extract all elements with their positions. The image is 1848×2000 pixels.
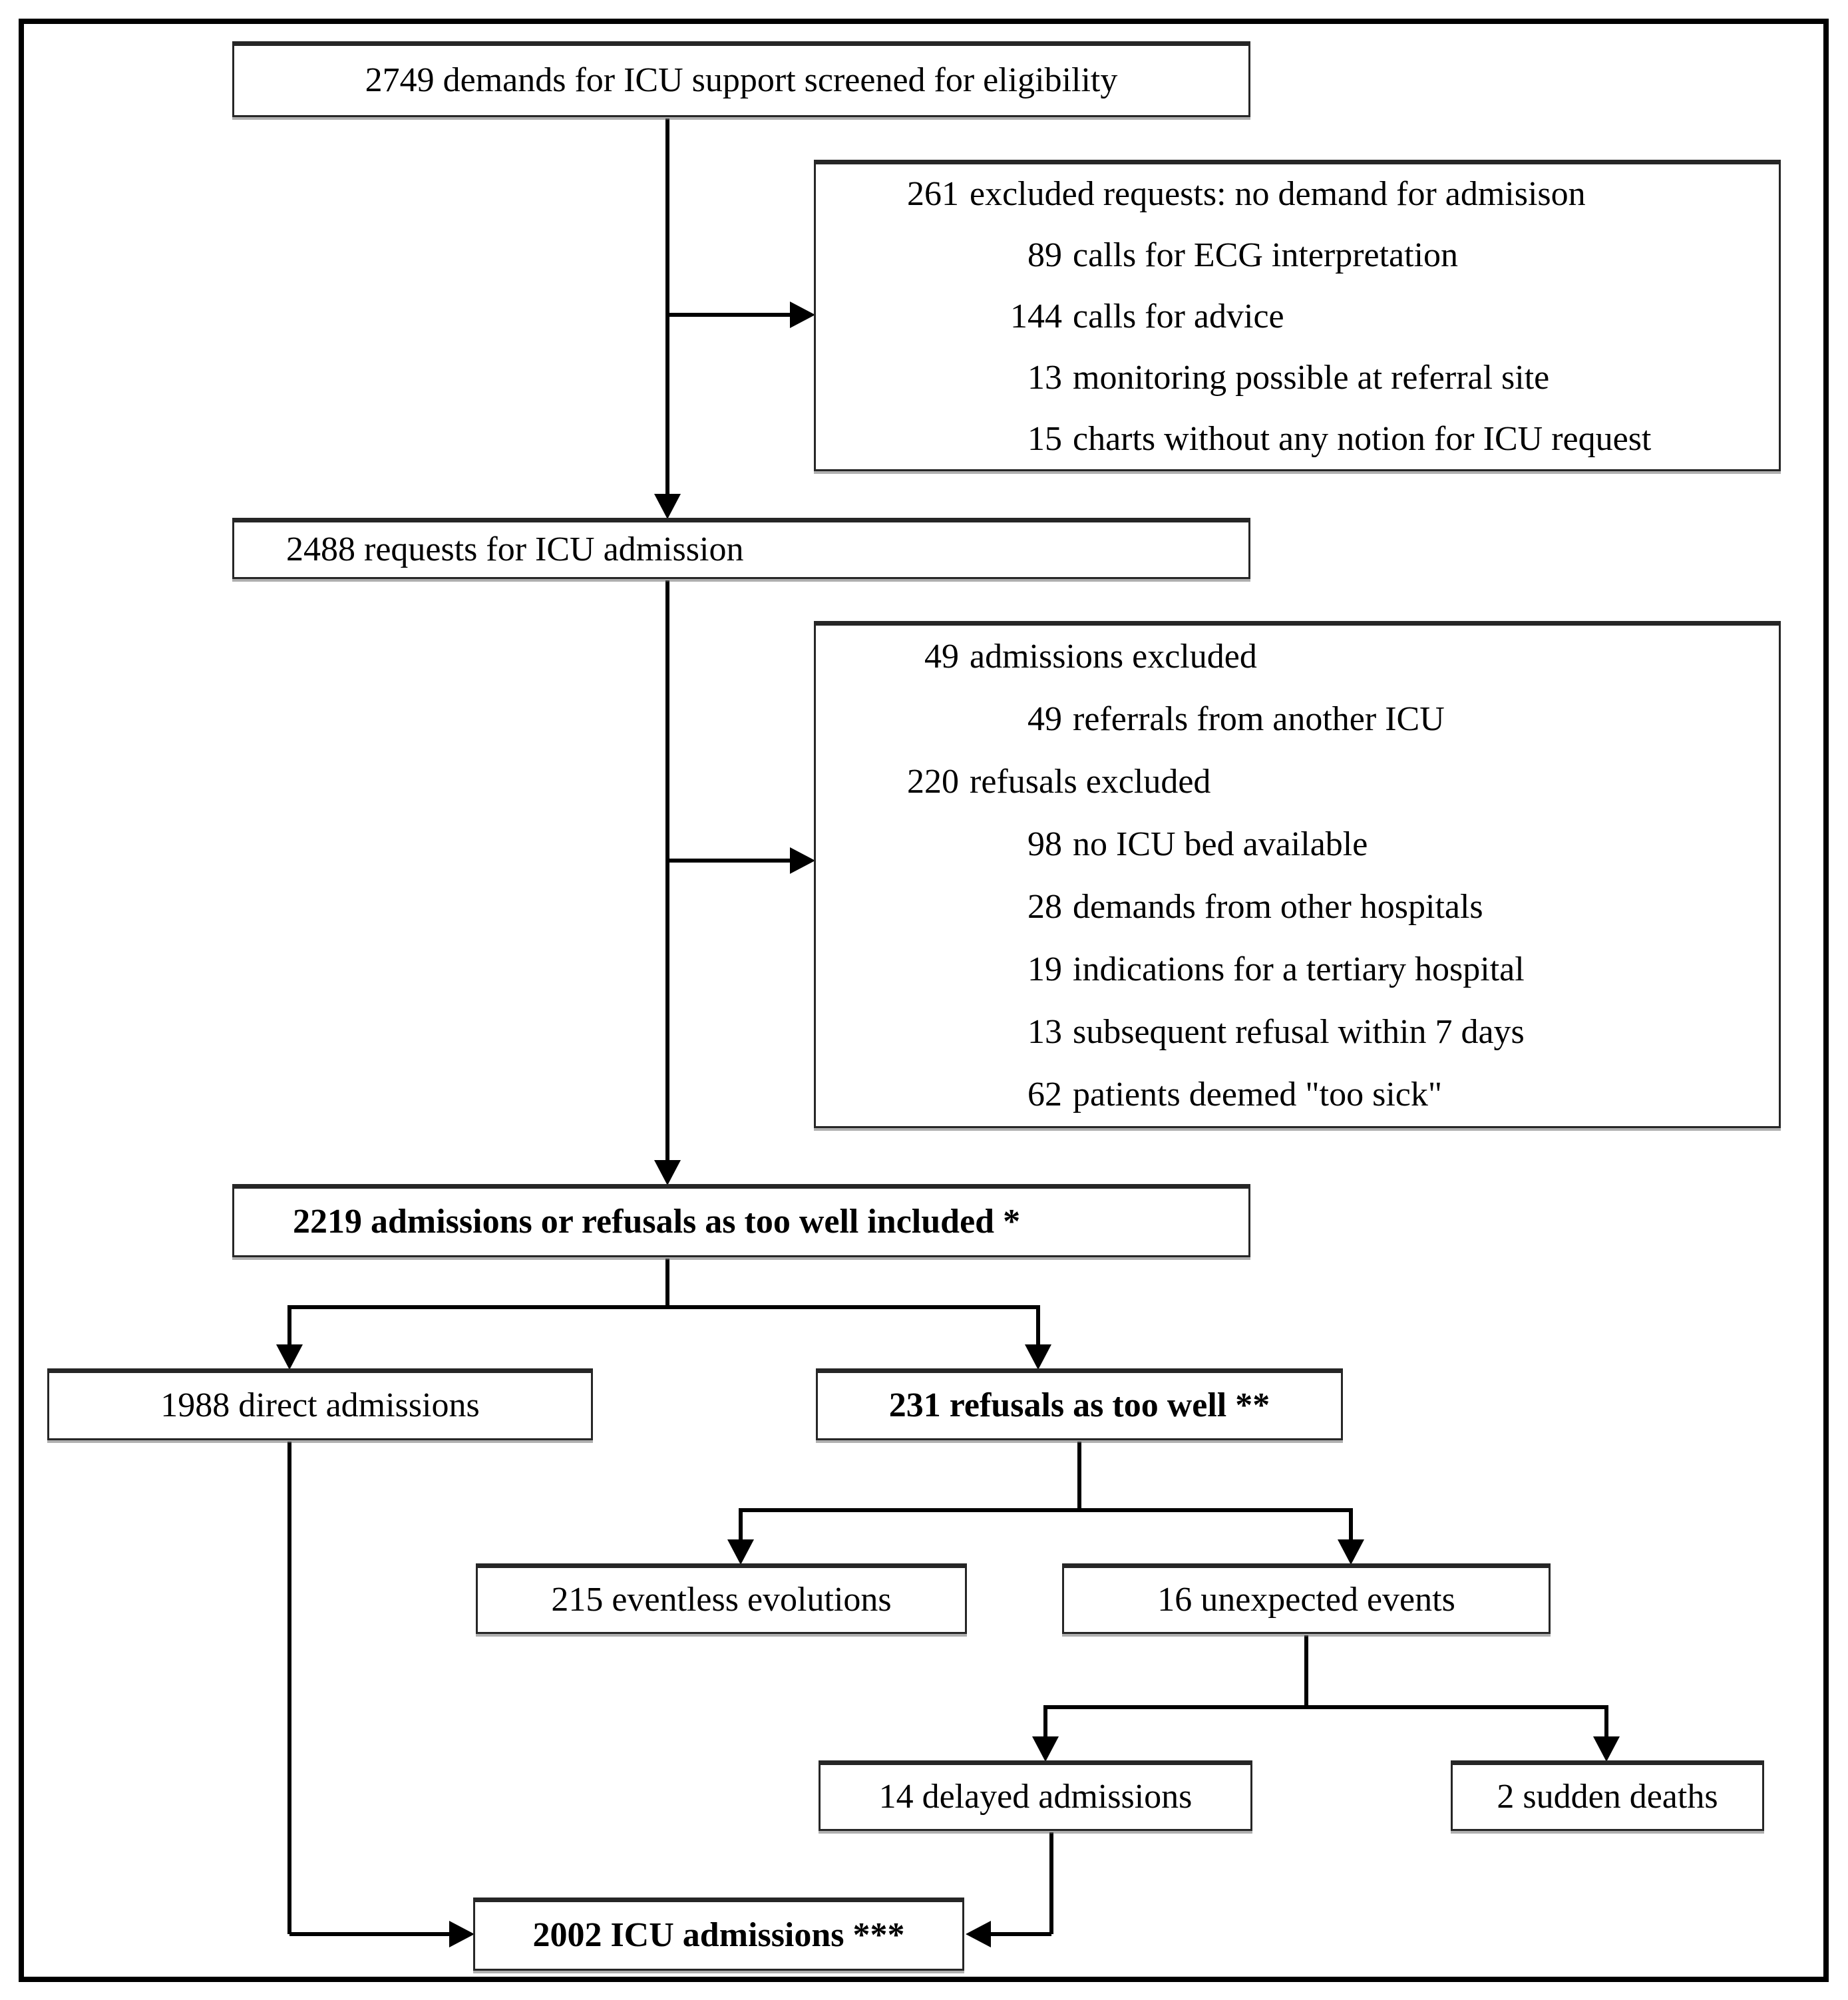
label: patients deemed "too sick" [1073, 1076, 1443, 1113]
label: calls for ECG interpretation [1073, 236, 1459, 274]
box-included-label: 2219 admissions or refusals as too well … [293, 1202, 1021, 1241]
count: 15 [1027, 420, 1062, 458]
label: demands from other hospitals [1073, 888, 1483, 926]
count: 220 [907, 763, 959, 801]
box-icu-admissions: 2002 ICU admissions *** [473, 1898, 964, 1971]
label: charts without any notion for ICU reques… [1073, 420, 1652, 458]
connector-to-exclusion-box-1 [667, 301, 815, 328]
box-icu-requests: 2488 requests for ICU admission [232, 518, 1250, 579]
label: subsequent refusal within 7 days [1073, 1013, 1525, 1051]
count: 89 [1027, 236, 1062, 274]
label: excluded requests: no demand for admisis… [970, 175, 1586, 213]
count: 261 [907, 175, 959, 213]
connector-included-split [276, 1259, 1051, 1370]
connector-delayed-to-icu-admissions [966, 1832, 1053, 1947]
count: 13 [1027, 1013, 1062, 1051]
count: 19 [1027, 950, 1062, 988]
box-sudden-deaths: 2 sudden deaths [1451, 1760, 1764, 1831]
box-included: 2219 admissions or refusals as too well … [232, 1184, 1250, 1257]
box-delayed-admissions: 14 delayed admissions [819, 1760, 1252, 1831]
count: 62 [1027, 1076, 1062, 1113]
exclusion-line: 19 indications for a tertiary hospital [816, 938, 1779, 1001]
box-eventless-evolutions: 215 eventless evolutions [476, 1563, 967, 1634]
connector-direct-to-icu-admissions [287, 1442, 474, 1947]
count: 98 [1027, 825, 1062, 863]
exclusion-line: 144 calls for advice [816, 286, 1779, 347]
label: no ICU bed available [1073, 825, 1368, 863]
box-unexpected-events-label: 16 unexpected events [1157, 1580, 1455, 1619]
count: 49 [924, 638, 959, 676]
exclusion-line: 49 admissions excluded [816, 626, 1779, 688]
connector-requests-to-included [654, 580, 681, 1185]
exclusion-line: 15 charts without any notion for ICU req… [816, 409, 1779, 470]
exclusion-line: 220 refusals excluded [816, 751, 1779, 813]
box-direct-admissions-label: 1988 direct admissions [160, 1386, 480, 1424]
label: monitoring possible at referral site [1073, 359, 1550, 397]
count: 49 [1027, 700, 1062, 738]
exclusion-line: 13 monitoring possible at referral site [816, 347, 1779, 409]
label: calls for advice [1073, 298, 1284, 335]
connector-unexpected-split [1032, 1635, 1620, 1762]
label: indications for a tertiary hospital [1073, 950, 1525, 988]
box-direct-admissions: 1988 direct admissions [47, 1368, 593, 1440]
exclusion-line: 13 subsequent refusal within 7 days [816, 1001, 1779, 1064]
label: refusals excluded [970, 763, 1211, 801]
box-delayed-admissions-label: 14 delayed admissions [878, 1777, 1193, 1816]
exclusion-line: 261 excluded requests: no demand for adm… [816, 164, 1779, 225]
count: 28 [1027, 888, 1062, 926]
box-icu-admissions-label: 2002 ICU admissions *** [532, 1915, 905, 1954]
count: 13 [1027, 359, 1062, 397]
box-admissions-refusals-excluded: 49 admissions excluded 49 referrals from… [814, 621, 1781, 1128]
count: 144 [1010, 298, 1062, 335]
exclusion-line: 62 patients deemed "too sick" [816, 1064, 1779, 1126]
exclusion-line: 49 referrals from another ICU [816, 688, 1779, 751]
box-icu-requests-label: 2488 requests for ICU admission [286, 530, 744, 568]
label: admissions excluded [970, 638, 1257, 676]
exclusion-line: 98 no ICU bed available [816, 813, 1779, 876]
box-refusals-too-well: 231 refusals as too well ** [816, 1368, 1343, 1440]
exclusion-line: 28 demands from other hospitals [816, 876, 1779, 938]
box-excluded-requests: 261 excluded requests: no demand for adm… [814, 160, 1781, 471]
box-demands-screened: 2749 demands for ICU support screened fo… [232, 41, 1250, 117]
figure-border [19, 19, 1829, 1982]
box-demands-screened-label: 2749 demands for ICU support screened fo… [365, 61, 1118, 99]
box-unexpected-events: 16 unexpected events [1062, 1563, 1551, 1634]
connector-refusals-split [727, 1442, 1364, 1565]
connector-to-exclusion-box-2 [667, 847, 815, 874]
exclusion-line: 89 calls for ECG interpretation [816, 225, 1779, 286]
box-refusals-too-well-label: 231 refusals as too well ** [888, 1386, 1270, 1424]
connector-screened-to-requests [654, 118, 681, 519]
box-eventless-evolutions-label: 215 eventless evolutions [551, 1580, 892, 1619]
label: referrals from another ICU [1073, 700, 1445, 738]
box-sudden-deaths-label: 2 sudden deaths [1497, 1777, 1718, 1816]
